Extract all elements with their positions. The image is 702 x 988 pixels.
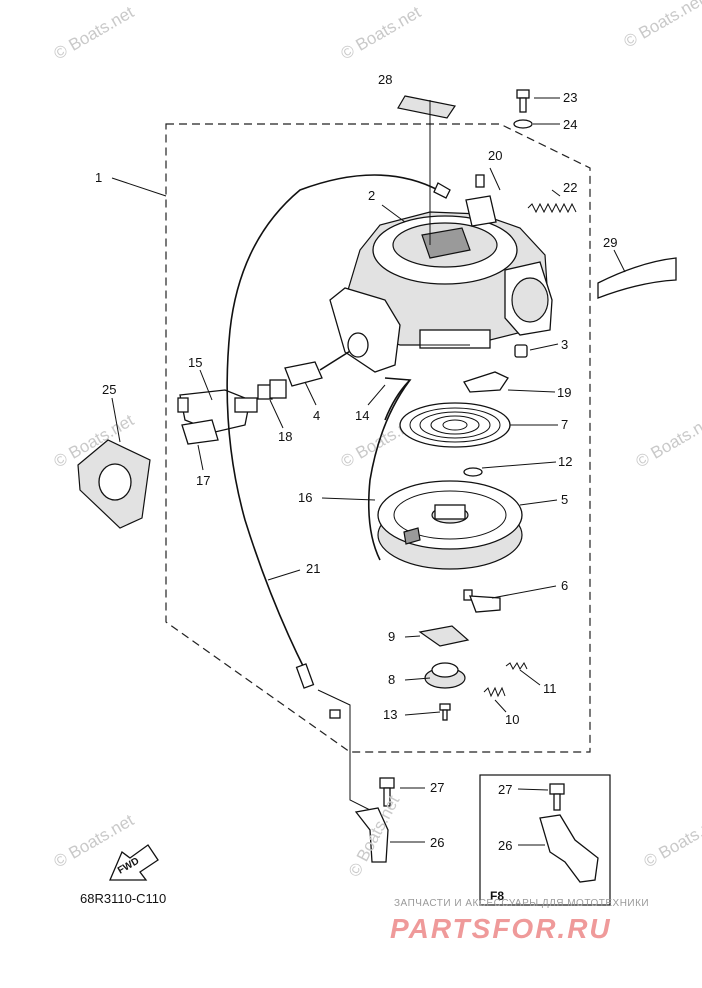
callout-10: 10 (505, 712, 519, 727)
bolt-23 (516, 89, 530, 113)
callouts: 1 2 28 23 24 20 22 29 3 19 7 12 5 6 9 11… (95, 72, 617, 850)
callout-11: 11 (543, 681, 557, 696)
pawl-6 (463, 589, 501, 613)
watermark: © Boats.net (641, 810, 702, 871)
callout-4: 4 (313, 408, 320, 423)
watermark: © Boats.net (621, 0, 702, 51)
callout-16: 16 (298, 490, 312, 505)
callout-24: 24 (563, 117, 577, 132)
watermark: © Boats.net (338, 2, 425, 63)
callout-2: 2 (368, 188, 375, 203)
fwd-arrow: FWD (109, 844, 159, 881)
callout-26: 26 (430, 835, 444, 850)
footer-brand: PARTSFOR.RU (390, 913, 612, 944)
cable-14 (367, 377, 412, 561)
inset-bracket-26 (539, 814, 599, 883)
label-plate (397, 95, 456, 119)
watermark: © Boats.net (51, 2, 138, 63)
leader-lines (111, 97, 626, 843)
callout-27: 27 (430, 780, 444, 795)
washer-24 (513, 119, 533, 129)
inset-bolt-27 (549, 783, 565, 811)
callout-12: 12 (558, 454, 572, 469)
inset-label: F8 (490, 889, 504, 903)
recoil-spring-7 (399, 402, 511, 448)
collar-3 (514, 344, 528, 358)
inset-f8: 27 26 F8 (479, 774, 611, 906)
callout-5: 5 (561, 492, 568, 507)
inset-callout-27: 27 (498, 782, 512, 797)
starter-housing (329, 211, 553, 373)
clip-12 (463, 467, 483, 477)
shield-29 (597, 257, 677, 299)
bracket-26 (354, 807, 389, 863)
callout-18: 18 (278, 429, 292, 444)
callout-20: 20 (488, 148, 502, 163)
sheave-5 (377, 480, 523, 570)
spring-10 (483, 686, 506, 698)
cable-21 (226, 174, 439, 671)
callout-21: 21 (306, 561, 320, 576)
inset-callout-26: 26 (498, 838, 512, 853)
cable-clip (433, 182, 451, 199)
grommet-25 (77, 439, 151, 529)
callout-6: 6 (561, 578, 568, 593)
pin-20 (465, 174, 497, 227)
callout-14: 14 (355, 408, 369, 423)
drive-plate-8 (424, 662, 466, 689)
plate-9 (418, 625, 470, 647)
watermark: © Boats.net (633, 410, 702, 471)
bracket-15 (177, 389, 258, 433)
bolt-13 (439, 703, 451, 721)
callout-9: 9 (388, 629, 395, 644)
callout-15: 15 (188, 355, 202, 370)
bolt-27 (379, 777, 395, 807)
watermark-vertical: © Boats.net (345, 792, 404, 880)
callout-3: 3 (561, 337, 568, 352)
nut-18 (257, 379, 287, 400)
callout-7: 7 (561, 417, 568, 432)
cable-fitting-4 (284, 332, 369, 387)
callout-17: 17 (196, 473, 210, 488)
cable-16 (384, 379, 411, 421)
lever-19 (463, 371, 509, 393)
cable-link-line (317, 689, 381, 816)
watermarks: © Boats.net © Boats.net © Boats.net © Bo… (51, 0, 702, 871)
assembly-boundary (165, 123, 591, 753)
spring-22 (527, 202, 577, 214)
callout-25: 25 (102, 382, 116, 397)
footer-subtitle: ЗАПЧАСТИ И АКСЕССУАРЫ ДЛЯ МОТОТЕХНИКИ (394, 898, 649, 909)
callout-13: 13 (383, 707, 397, 722)
callout-8: 8 (388, 672, 395, 687)
clamp-17 (181, 419, 219, 445)
callout-28: 28 (378, 72, 392, 87)
callout-22: 22 (563, 180, 577, 195)
spring-11 (505, 662, 528, 670)
diagram-code: 68R3110-C110 (80, 891, 166, 906)
callout-19: 19 (557, 385, 571, 400)
callout-29: 29 (603, 235, 617, 250)
callout-23: 23 (563, 90, 577, 105)
cable-end (295, 663, 341, 719)
callout-1: 1 (95, 170, 102, 185)
